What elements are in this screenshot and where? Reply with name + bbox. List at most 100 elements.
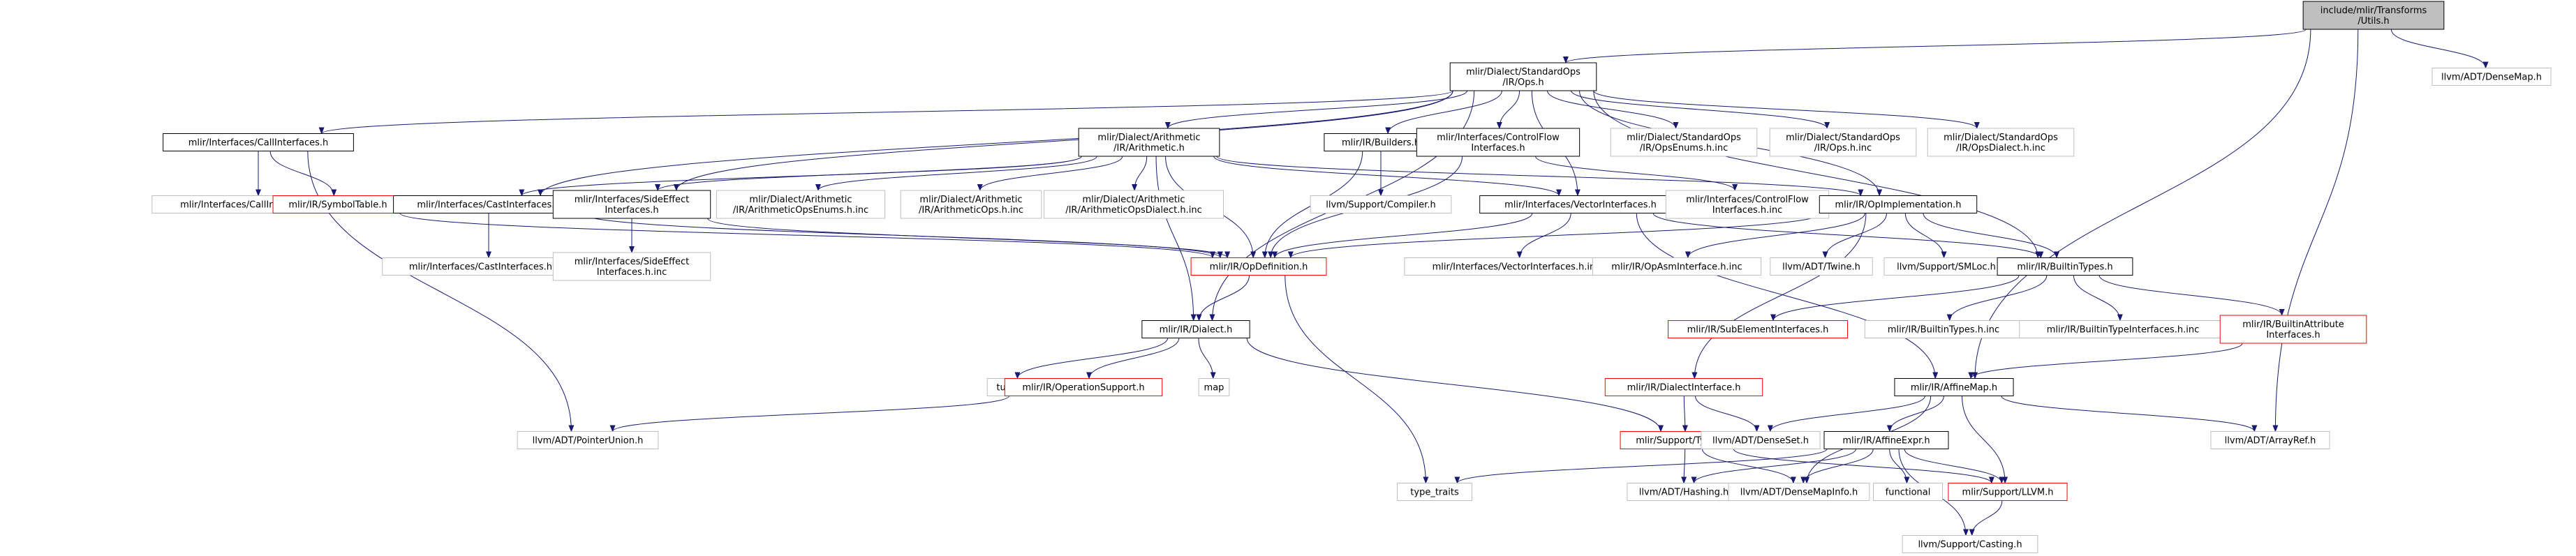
node-affinemap[interactable]: mlir/IR/AffineMap.h (1894, 378, 2014, 396)
edge-opimpl-to-builtintypes (1923, 213, 2059, 259)
node-label: mlir/IR/AffineMap.h (1911, 383, 1997, 393)
node-vecif[interactable]: mlir/Interfaces/VectorInterfaces.h (1479, 195, 1682, 213)
edge-vecif-to-vecif-inc (1516, 213, 1571, 259)
edge-dialect-to-map (1198, 338, 1216, 380)
edge-arith-h-to-arith-ops-inc (977, 156, 1123, 191)
node-smloc: llvm/Support/SMLoc.h (1883, 257, 2009, 276)
node-ops-h[interactable]: mlir/Dialect/StandardOps/IR/Ops.h (1449, 62, 1597, 91)
edge-arith-h-to-dialect (1155, 156, 1197, 322)
edge-builtinattrif-to-affinemap (1968, 343, 2243, 380)
node-arith-h[interactable]: mlir/Dialect/Arithmetic/IR/Arithmetic.h (1078, 128, 1220, 157)
edge-utils-h-to-ops-h (1563, 29, 2307, 63)
node-opsupport[interactable]: mlir/IR/OperationSupport.h (1004, 378, 1163, 396)
node-box (1190, 257, 1327, 276)
edge-arith-h-to-vecif (1213, 156, 1562, 197)
node-box (552, 190, 711, 219)
node-twine: llvm/ADT/Twine.h (1770, 257, 1873, 276)
node-dialectif[interactable]: mlir/IR/DialectInterface.h (1604, 378, 1763, 396)
node-box (1948, 483, 2068, 501)
node-builtintypes[interactable]: mlir/IR/BuiltinTypes.h (1997, 257, 2133, 276)
node-builtintypes-inc: mlir/IR/BuiltinTypes.h.inc (1864, 320, 2023, 338)
node-arrayref: llvm/ADT/ArrayRef.h (2210, 431, 2330, 449)
node-opimpl[interactable]: mlir/IR/OpImplementation.h (1819, 195, 1978, 213)
node-subelem[interactable]: mlir/IR/SubElementInterfaces.h (1668, 320, 1848, 338)
node-label: mlir/Dialect/StandardOps (1466, 67, 1581, 77)
node-symtab[interactable]: mlir/IR/SymbolTable.h (272, 195, 404, 213)
node-box (1728, 483, 1870, 501)
edge-builtintypes-to-builtintypeif-inc (2073, 275, 2123, 322)
node-label: mlir/Dialect/StandardOps (1627, 133, 1741, 143)
node-utils-h[interactable]: include/mlir/Transforms/Utils.h (2302, 1, 2445, 30)
node-arith-dialect-inc: mlir/Dialect/Arithmetic/IR/ArithmeticOps… (1044, 190, 1224, 219)
node-box (1416, 128, 1581, 157)
node-box (1701, 431, 1821, 449)
node-label: include/mlir/Transforms (2320, 6, 2427, 16)
node-dialect[interactable]: mlir/IR/Dialect.h (1141, 320, 1250, 338)
node-label: mlir/Dialect/Arithmetic (1082, 195, 1185, 205)
edge-ops-h-to-builtintypes (1593, 90, 2041, 259)
node-affineexpr[interactable]: mlir/IR/AffineExpr.h (1823, 431, 1949, 449)
node-opdef[interactable]: mlir/IR/OpDefinition.h (1190, 257, 1327, 276)
node-label: /IR/Ops.h.inc (1814, 143, 1872, 153)
node-label: mlir/IR/OperationSupport.h (1022, 383, 1144, 393)
node-box (1823, 431, 1949, 449)
node-box (2302, 1, 2445, 30)
node-box (1873, 483, 1943, 501)
node-box (517, 431, 659, 449)
node-callif[interactable]: mlir/Interfaces/CallInterfaces.h (163, 133, 354, 151)
edge-opimpl-to-opasm-inc (1685, 213, 1865, 259)
node-label: mlir/IR/OpDefinition.h (1210, 262, 1308, 273)
node-label: /IR/OpsDialect.h.inc (1956, 143, 2045, 153)
node-label: Interfaces.h.inc (1712, 205, 1782, 216)
edge-opdef-to-typetraits (1285, 275, 1429, 484)
node-label: mlir/IR/BuiltinTypes.h (2017, 262, 2112, 273)
node-label: /IR/ArithmeticOps.h.inc (919, 205, 1023, 216)
node-ptrunion: llvm/ADT/PointerUnion.h (517, 431, 659, 449)
node-box (1198, 378, 1230, 396)
edge-typeid-to-densemapinfo (1701, 449, 1796, 484)
edge-callif-to-ptrunion (307, 151, 575, 433)
edge-arith-h-to-arith-enums-inc (815, 156, 1097, 191)
edge-sideeff-to-opdef (707, 218, 1230, 259)
node-label: /IR/OpsEnums.h.inc (1640, 143, 1729, 153)
node-box (552, 252, 711, 281)
dependency-nodes: include/mlir/Transforms/Utils.h llvm/ADT/… (151, 1, 2552, 553)
edge-vecif-to-affinemap (1636, 213, 1939, 380)
edge-ops-h-to-opsenums-inc (1547, 90, 1679, 129)
edge-dialect-to-tuple (1014, 338, 1169, 380)
node-llvm-h[interactable]: mlir/Support/LLVM.h (1948, 483, 2068, 501)
node-box (716, 190, 886, 219)
edge-opimpl-to-dialectif (1692, 213, 1867, 380)
node-label: llvm/Support/SMLoc.h (1897, 262, 1996, 273)
node-opsenums-inc: mlir/Dialect/StandardOps/IR/OpsEnums.h.i… (1610, 128, 1758, 157)
edge-builtintypes-to-builtintypes-inc (1946, 275, 2048, 322)
node-label: Interfaces.h (1471, 143, 1525, 153)
node-label: mlir/Dialect/Arithmetic (749, 195, 852, 205)
node-label: /IR/ArithmeticOpsEnums.h.inc (733, 205, 868, 216)
edge-utils-h-to-arrayref (2272, 29, 2359, 433)
edge-dialect-to-typeid (1246, 338, 1664, 433)
node-box (1819, 195, 1978, 213)
node-label: type_traits (1410, 488, 1459, 498)
node-map: map (1198, 378, 1230, 396)
node-label: Interfaces.h (605, 205, 658, 216)
node-label: llvm/ADT/DenseMap.h (2441, 73, 2542, 83)
node-box (2431, 68, 2552, 86)
node-builtintypeif-inc: mlir/IR/BuiltinTypeInterfaces.h.inc (2019, 320, 2227, 338)
node-label: llvm/ADT/PointerUnion.h (533, 436, 644, 446)
edge-cfif-to-cfif-inc (1535, 156, 1738, 191)
node-opasm-inc: mlir/IR/OpAsmInterface.h.inc (1592, 257, 1762, 276)
edge-vecif-to-builtintypes (1652, 213, 2044, 259)
node-label: /IR/Arithmetic.h (1113, 143, 1185, 153)
node-label: mlir/Interfaces/CallInterfaces.h (188, 138, 329, 149)
node-castif[interactable]: mlir/Interfaces/CastInterfaces.h (393, 195, 584, 213)
node-box (272, 195, 404, 213)
node-label: mlir/IR/SymbolTable.h (288, 200, 387, 211)
node-box (1883, 257, 2009, 276)
dependency-edges (256, 29, 2489, 536)
node-box (1449, 62, 1597, 91)
node-label: llvm/ADT/ArrayRef.h (2225, 436, 2316, 446)
